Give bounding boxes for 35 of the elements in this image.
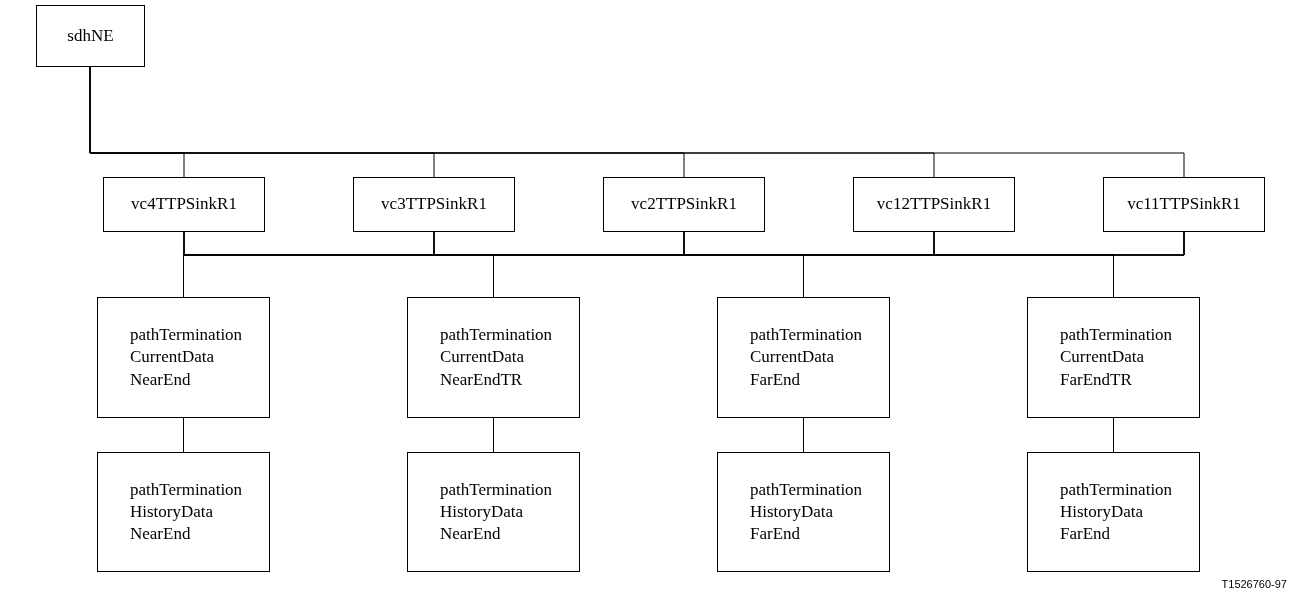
process-box [603, 177, 765, 232]
process-box [717, 452, 890, 572]
figure-number: T1526760-97 [1221, 578, 1287, 590]
box-label: pathTermination HistoryData FarEnd [1060, 478, 1173, 546]
connector-line [803, 417, 804, 453]
connector-line [1113, 417, 1114, 453]
box-label: pathTermination CurrentData FarEnd [750, 324, 863, 391]
process-box [1027, 452, 1200, 572]
process-box [1103, 177, 1265, 232]
box-label: pathTermination CurrentData FarEndTR [1060, 324, 1173, 391]
box-label: sdhNE [67, 24, 114, 47]
connector-line [493, 417, 494, 453]
box-label: pathTermination HistoryData NearEnd [130, 478, 243, 546]
process-box [353, 177, 515, 232]
box-label: vc11TTPSinkR1 [1127, 193, 1241, 216]
process-box [1027, 297, 1200, 418]
box-label: vc3TTPSinkR1 [381, 193, 487, 216]
process-box [407, 297, 580, 418]
process-box [97, 452, 270, 572]
box-label: vc2TTPSinkR1 [631, 193, 737, 216]
process-box [36, 5, 145, 67]
process-box [103, 177, 265, 232]
box-label: pathTermination CurrentData NearEnd [130, 324, 243, 391]
connector-line [183, 417, 184, 453]
connector-line [89, 66, 1185, 178]
process-box [407, 452, 580, 572]
process-box [97, 297, 270, 418]
box-label: pathTermination CurrentData NearEndTR [440, 324, 553, 391]
process-box [717, 297, 890, 418]
box-label: pathTermination HistoryData NearEnd [440, 478, 553, 546]
box-label: vc12TTPSinkR1 [876, 193, 992, 216]
box-label: vc4TTPSinkR1 [131, 193, 237, 216]
process-box [853, 177, 1015, 232]
box-label: pathTermination HistoryData FarEnd [750, 478, 863, 546]
connector-line [1113, 231, 1185, 298]
